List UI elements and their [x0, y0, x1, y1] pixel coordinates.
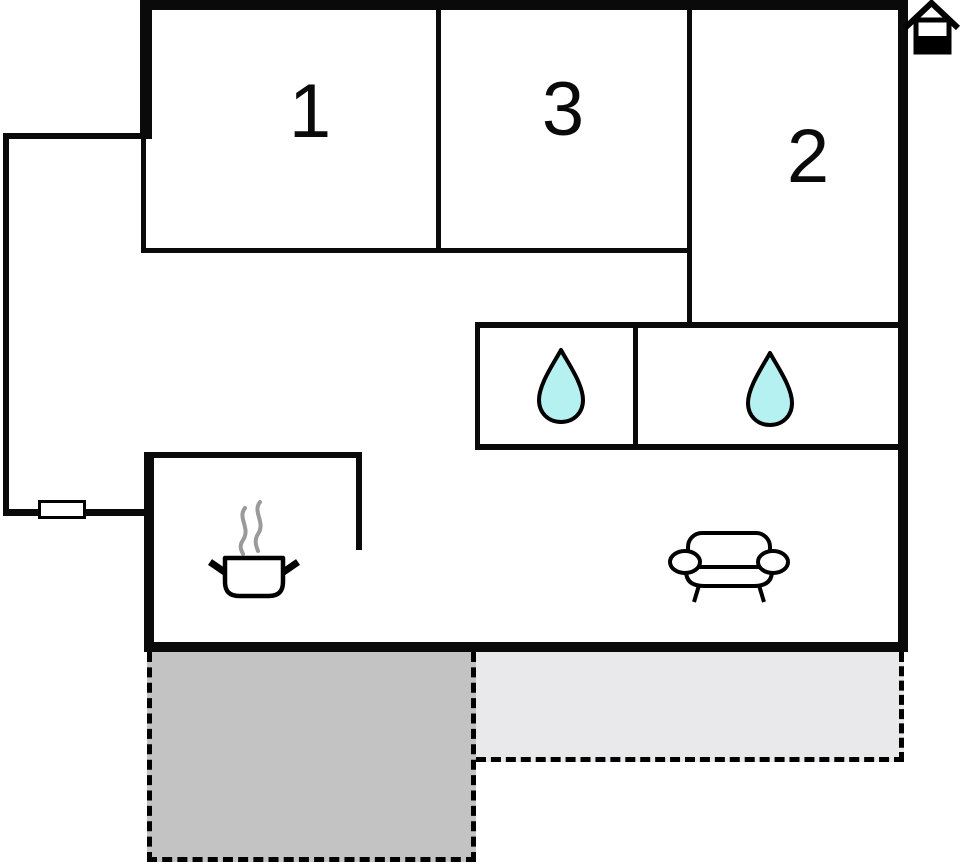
wall-bathroom-top	[475, 322, 898, 328]
wall-left-upper	[140, 0, 152, 139]
sofa-icon	[666, 526, 792, 606]
wall-annex-left	[3, 133, 9, 516]
wall-left-lower	[144, 452, 154, 652]
wall-bathroom-divider	[633, 322, 638, 450]
cooking-pot-icon	[203, 496, 303, 604]
water-drop-icon	[535, 347, 587, 425]
room-3-label: 3	[541, 67, 585, 152]
wall-divider-room1-room3	[436, 10, 441, 253]
house-marker-icon	[903, 0, 960, 56]
room-1-label: 1	[288, 69, 332, 154]
terrace-light	[476, 652, 904, 762]
kitchen-counter-top	[144, 452, 362, 458]
wall-bathroom-bottom	[475, 444, 898, 450]
terrace-dark	[147, 652, 476, 862]
kitchen-counter-right	[356, 452, 362, 550]
window-symbol	[38, 500, 86, 519]
room-2-label: 2	[786, 114, 830, 199]
wall-bathroom-left	[475, 322, 480, 450]
wall-right	[898, 0, 908, 652]
wall-room1-left	[141, 139, 146, 253]
water-drop-icon	[744, 350, 796, 428]
wall-top	[140, 0, 908, 10]
wall-rooms-bottom	[144, 248, 692, 253]
wall-divider-room3-room2	[687, 10, 692, 327]
wall-annex-top	[3, 133, 146, 139]
steam-icon	[238, 500, 263, 556]
wall-bottom	[144, 642, 908, 652]
